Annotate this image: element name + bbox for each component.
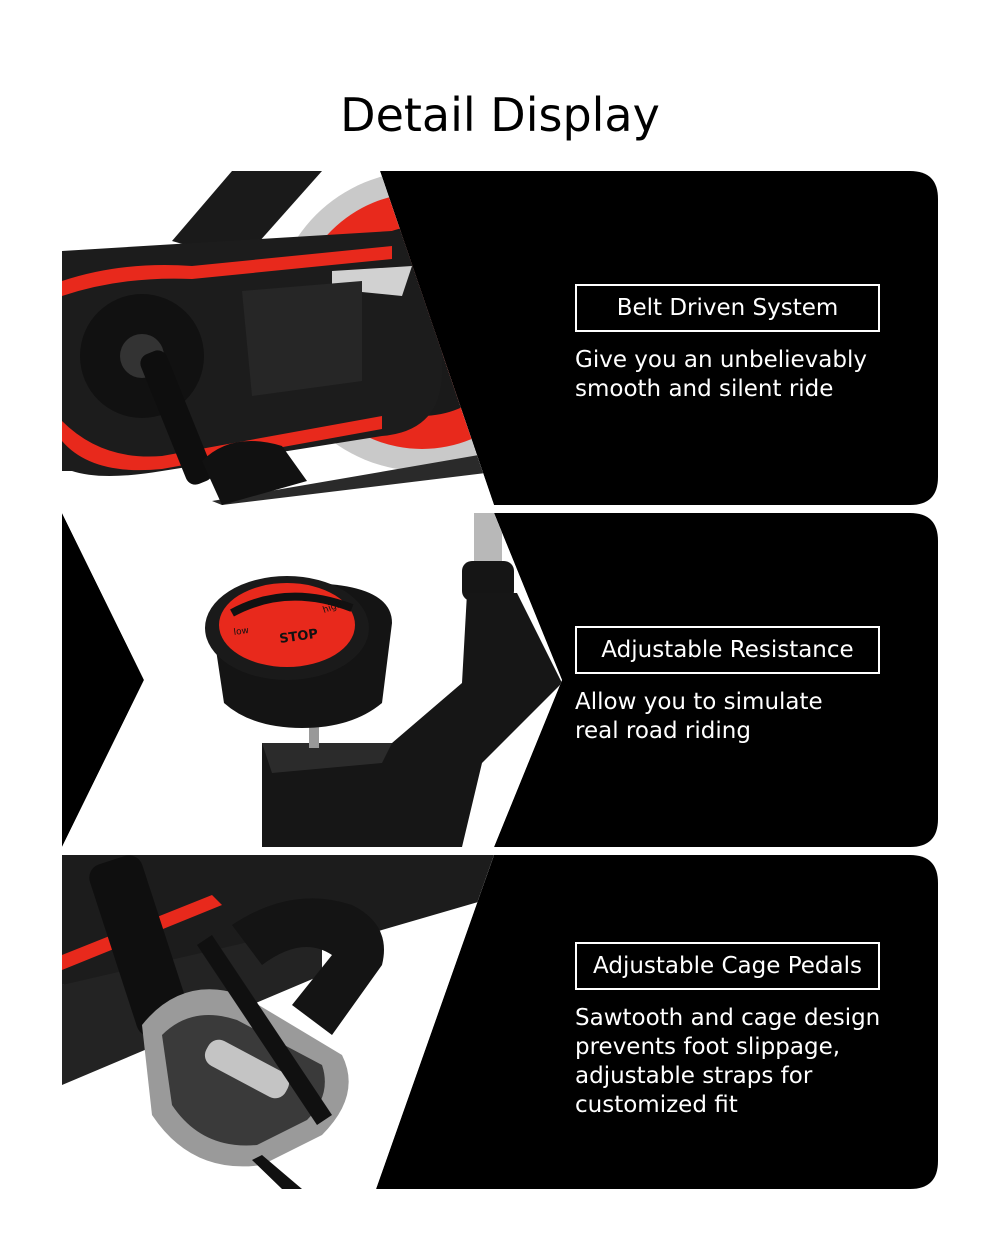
feature-description-pedals: Sawtooth and cage design prevents foot s… <box>575 1005 881 1118</box>
feature-panel-resistance: STOP low high Adjustable Resistance Allo… <box>62 513 938 847</box>
feature-label-belt: Belt Driven System <box>575 284 880 332</box>
feature-description-belt: Give you an unbelievably smooth and sile… <box>575 347 867 402</box>
feature-panel-belt: Belt Driven System Give you an unbelieva… <box>62 171 938 505</box>
resistance-knob-photo: STOP low high <box>62 513 938 847</box>
feature-panel-pedals: Adjustable Cage Pedals Sawtooth and cage… <box>62 855 938 1189</box>
cage-pedal-photo <box>62 855 938 1189</box>
flywheel-belt-cover-photo <box>62 171 938 505</box>
knob-low-label: low <box>233 626 250 638</box>
knob-stop-label: STOP <box>278 627 319 647</box>
feature-label-pedals: Adjustable Cage Pedals <box>575 942 880 990</box>
feature-description-resistance: Allow you to simulate real road riding <box>575 689 823 744</box>
feature-label-resistance: Adjustable Resistance <box>575 626 880 674</box>
page-title: Detail Display <box>340 88 660 142</box>
